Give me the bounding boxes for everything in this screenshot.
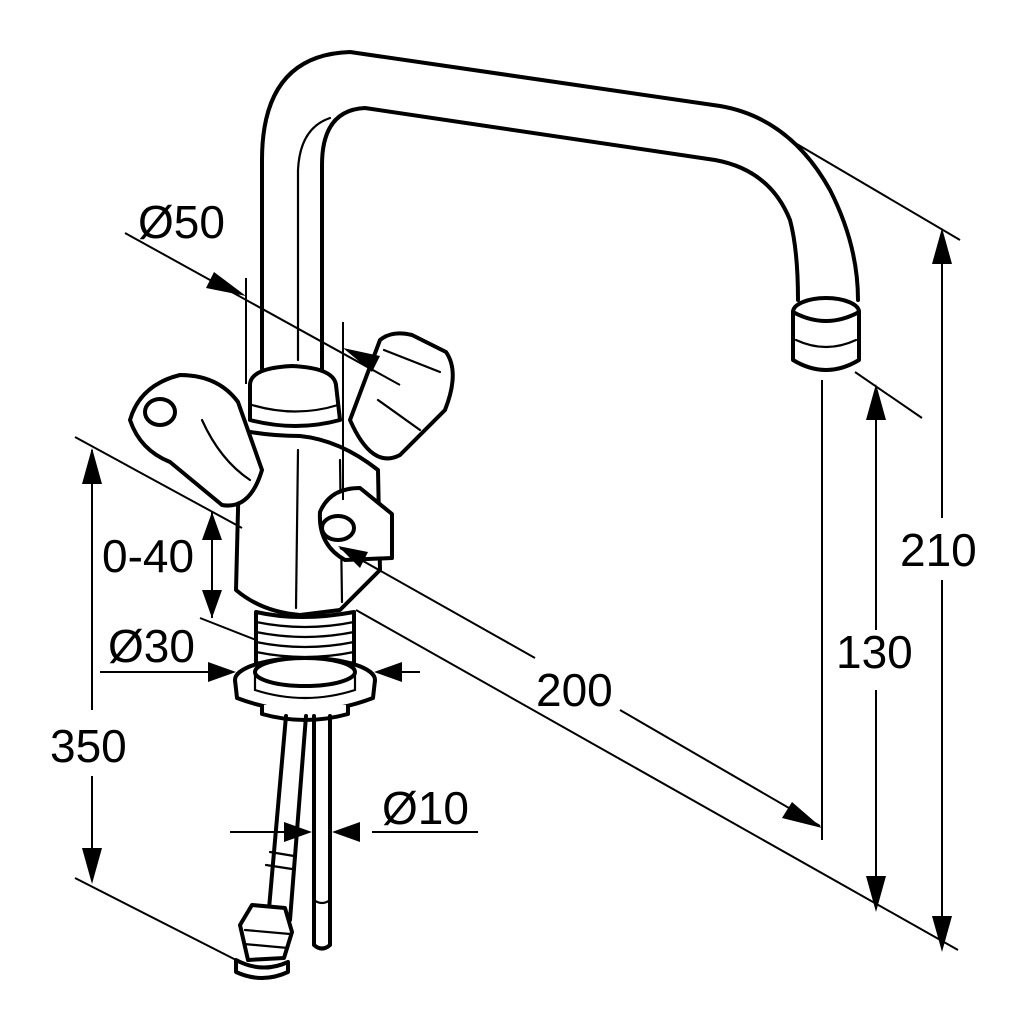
label-range-0-40: 0-40 <box>102 530 194 582</box>
mixer-body <box>128 331 455 617</box>
label-length-130: 130 <box>836 626 913 678</box>
spout <box>260 50 861 372</box>
label-diameter-30: Ø30 <box>108 620 195 672</box>
label-length-200: 200 <box>536 664 613 716</box>
label-diameter-10: Ø10 <box>382 782 469 834</box>
dimension-lines <box>74 139 961 963</box>
label-length-350: 350 <box>50 720 127 772</box>
threaded-shank <box>233 610 377 722</box>
label-diameter-50: Ø50 <box>138 196 225 248</box>
label-length-210: 210 <box>900 524 977 576</box>
supply-hoses <box>234 714 332 980</box>
